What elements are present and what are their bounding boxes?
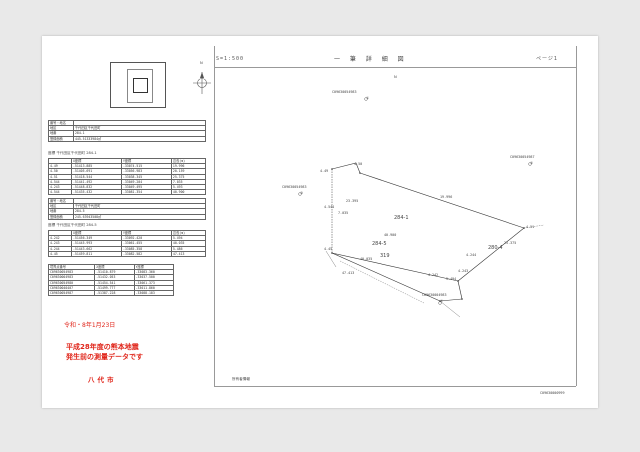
vertex-label: 4-544 (324, 205, 335, 209)
info-key: 登録面積 (48, 135, 74, 142)
table-cell: -33081.354 (120, 189, 172, 196)
table-header-row: X座標 Y座標 辺長(m) (48, 157, 207, 165)
table-cell: -33088.183 (133, 289, 175, 297)
boundary-point-number: ② (530, 161, 534, 165)
table-row: C09630054980-51454.541-33061.373 (47, 279, 175, 286)
table-header-row: X座標 Y座標 辺長(m) (48, 229, 207, 237)
parcel-label-right: 280-4 (488, 245, 503, 251)
edge-length: 40.900 (384, 233, 397, 237)
map-title: 一 筆 詳 細 図 (334, 56, 408, 63)
compass-icon (190, 66, 214, 98)
stamp-date: 令和・8年1月23日 (64, 322, 116, 329)
info-key: 登録面積 (48, 213, 74, 220)
location-inset-map (110, 62, 166, 108)
edge-length: 47.413 (342, 271, 355, 275)
boundary-point-label: C09630004983 (422, 293, 447, 297)
boundary-point-label: C09630054987 (510, 155, 535, 159)
edge-length: 40.035 (360, 257, 373, 261)
vertex-label: 4-50 (354, 162, 363, 166)
edge-length: 23.395 (346, 199, 359, 203)
parcel-label-main: 284-1 (394, 215, 409, 221)
info-value: 445.51333984㎡ (73, 135, 206, 142)
table-row: C09630040407-51499.777-33011.860 (47, 284, 175, 291)
table-cell: 47.413 (170, 250, 207, 257)
table-row: C09630054987-51387.228-33088.183 (47, 289, 175, 297)
parcel-label-sub: 284-5 (372, 241, 387, 247)
table-row: C09630054983-51410.879-33083.360 (47, 269, 175, 276)
map-scale: S=1:500 (216, 56, 245, 62)
stamp-line-1: 平成28年度の熊本地震 (66, 343, 139, 351)
table-cell: 40.900 (170, 189, 207, 196)
north-small-label: N (394, 75, 397, 79)
stamp-line-3: 八代市 (88, 376, 117, 384)
edge-length: 5.494 (446, 277, 457, 281)
vertex-label: 4-243 (458, 269, 469, 273)
stamp-line-2: 発生前の測量データです (66, 353, 143, 361)
table-cell: -51435.432 (71, 189, 122, 196)
edge-length: 19.996 (440, 195, 453, 199)
table-cell: 4-544 (48, 189, 72, 196)
vertex-label: 4-242 (428, 273, 439, 277)
info-value: 245.63943508㎡ (73, 213, 206, 220)
boundary-point-number: ① (366, 96, 370, 100)
vertex-label: 4-49 (320, 169, 329, 173)
vertex-label: 4-45 (324, 247, 333, 251)
table-cell: C09630054987 (47, 289, 96, 297)
boundary-points-table: 境界点番号 X座標 Y座標 C09630054983-51410.879-330… (47, 263, 175, 297)
footer-code: C09630000999 (540, 391, 565, 395)
parcel-drawing (298, 97, 545, 318)
table-cell: -51387.228 (94, 289, 135, 297)
boundary-point-label: C09630054983 (332, 90, 357, 94)
coord-table-title-2: 座標 千代田区千代田町 284-5 (48, 223, 97, 227)
edge-length: 25.375 (504, 241, 517, 245)
table-cell: 4-45 (48, 250, 72, 257)
table-cell: -51459.811 (71, 250, 122, 257)
owner-label: 所有者情報 (232, 377, 250, 381)
table-row: C09630004983-51432.053-33037.500 (47, 274, 175, 281)
coord-table-title-1: 座標 千代田区千代田町 284-1 (48, 151, 97, 155)
boundary-point-label: C09630054983 (282, 185, 307, 189)
vertex-label: 4-244 (466, 253, 477, 257)
edge-length: 7.035 (338, 211, 349, 215)
page-label: ページ1 (536, 56, 559, 62)
parcel-label-bottom: 319 (380, 253, 390, 259)
table-cell: -33082.582 (120, 250, 172, 257)
vertex-label: 4-51 (526, 225, 535, 229)
north-label: N (200, 61, 203, 65)
boundary-point-number: ③ (300, 191, 304, 195)
